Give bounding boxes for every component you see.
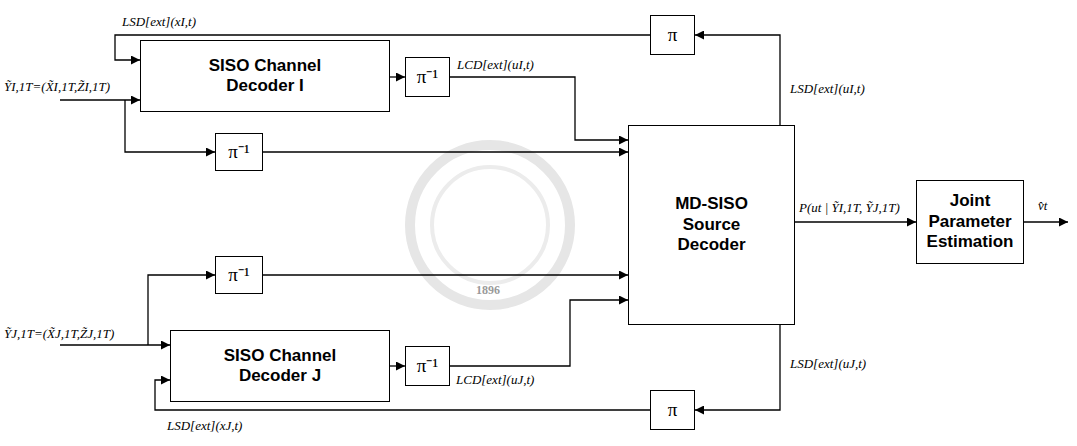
signal-arrow [390,365,405,366]
watermark-text: 1896 [474,282,502,299]
deinterleaver-box: π⁻¹ [405,346,450,386]
deinterleaver-box: π⁻¹ [215,133,263,171]
interleaver-box: π [650,15,695,55]
signal-label: LSD[ext](uJ,t) [788,355,868,372]
signal-arrow [263,151,628,152]
node-text: π⁻¹ [228,264,249,287]
node-text: SISO Channel Decoder J [195,346,365,387]
deinterleaver-box: π⁻¹ [405,57,450,97]
interleaver-box: π [650,390,695,430]
node-text: Joint Parameter Estimation [922,191,1018,252]
decoder-box: SISO Channel Decoder J [170,330,390,402]
node-text: π⁻¹ [417,355,438,378]
node-text: π⁻¹ [417,66,438,89]
decoder-box: SISO Channel Decoder I [140,40,390,112]
signal-label: LSD[ext](uI,t) [788,80,867,97]
watermark-ring [410,145,570,305]
signal-label: LSD[ext](xI,t) [120,13,198,30]
estimator-box: Joint Parameter Estimation [916,180,1024,264]
node-text: π [668,399,678,422]
watermark-ring [432,167,548,283]
node-text: π [668,24,678,47]
output-signal-label: v̂t [1036,197,1049,214]
signal-arrow [390,76,405,77]
output-wire [1021,221,1068,222]
signal-label: LSD[ext](xJ,t) [165,417,244,434]
signal-arrow [450,300,628,366]
node-text: SISO Channel Decoder I [180,56,350,97]
input-signal-label: ỸI,1T=(X̃I,1T,Z̃I,1T) [2,78,112,95]
signal-label: LCD[ext](uI,t) [455,56,536,73]
signal-label: LCD[ext](uJ,t) [454,371,536,388]
input-signal-label: ỸJ,1T=(X̃J,1T,Z̃J,1T) [2,325,116,342]
signal-arrow [450,77,628,140]
input-wire [60,344,170,345]
deinterleaver-box: π⁻¹ [215,256,263,294]
signal-arrow [263,274,628,275]
node-text: π⁻¹ [228,141,249,164]
signal-label: P(ut | ỸI,1T, ỸJ,1T) [797,199,902,216]
signal-arrow [695,35,780,125]
signal-arrow [795,221,916,222]
input-wire [60,99,140,100]
source-decoder-box: MD-SISO Source Decoder [628,125,795,325]
signal-arrow [695,325,780,410]
node-text: MD-SISO Source Decoder [662,194,762,255]
